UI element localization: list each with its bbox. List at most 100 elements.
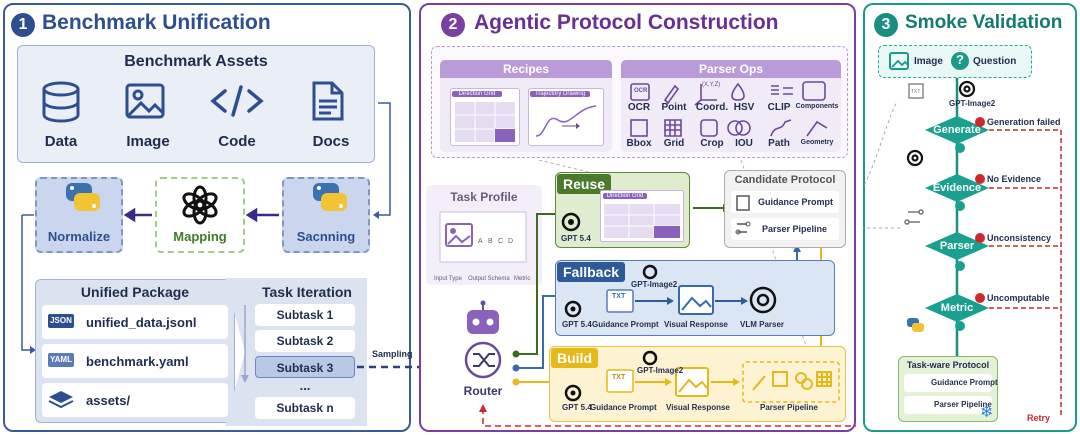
- fallback-label: Fallback: [557, 262, 626, 282]
- question-icon-glyph: ?: [956, 52, 964, 67]
- panel1-number-badge: 1: [11, 13, 35, 37]
- taskware-pipeline-row: [904, 396, 992, 414]
- input-label-image: Image: [914, 56, 943, 67]
- image-icon: [889, 52, 909, 70]
- hsv-icon: [731, 82, 745, 101]
- parser-op-label: IOU: [735, 138, 753, 149]
- file-name-yaml: benchmark.yaml: [86, 354, 189, 369]
- subtask-item[interactable]: Subtask 1: [255, 304, 355, 326]
- task-iteration-title: Task Iteration: [262, 284, 352, 300]
- pass-check-icon: [955, 261, 965, 271]
- candidate-pipeline-row: [731, 218, 839, 240]
- asset-icons-layer: [42, 81, 344, 123]
- visual-response-icon: [675, 367, 709, 397]
- task-profile-letter: D: [508, 238, 514, 245]
- pipeline-icon: [904, 209, 924, 225]
- subtask-item[interactable]: Subtask n: [255, 397, 355, 419]
- pass-check-icon: [955, 321, 965, 331]
- iou-icon: [727, 120, 743, 136]
- failure-metric: Uncomputable: [987, 293, 1050, 303]
- pipeline-icon: [737, 223, 747, 233]
- fail-icon: [975, 174, 985, 184]
- validation-image-model: GPT-Image2: [949, 99, 996, 108]
- data-icon: [42, 81, 80, 123]
- docs-icon: [312, 81, 344, 121]
- validation-flow: [863, 78, 1062, 418]
- fallback-step-label: VLM Parser: [740, 320, 785, 329]
- subtask-ellipsis: ...: [299, 378, 311, 393]
- json-file-icon: JSON: [48, 314, 74, 328]
- ocr-icon-glyph: OCR: [634, 88, 648, 94]
- build-step-label: Guidance Prompt: [590, 403, 657, 412]
- doc-icon: [736, 195, 750, 211]
- parser-op-label: Point: [661, 102, 687, 113]
- reuse-grid-thumb: [604, 204, 680, 238]
- bbox-icon: [630, 119, 648, 137]
- fallback-txt-glyph: TXT: [612, 293, 626, 300]
- printer-icon: [908, 83, 924, 99]
- task-profile-letter: A: [478, 238, 483, 245]
- recipes-title: Recipes: [440, 60, 612, 78]
- file-row-assets: [42, 383, 228, 417]
- fallback-step-label: Visual Response: [664, 320, 728, 329]
- taskware-guidance-label: Guidance Prompt: [931, 378, 998, 387]
- benchmark-assets-title: Benchmark Assets: [124, 53, 268, 70]
- recipe-card-trajectory[interactable]: [528, 88, 604, 146]
- iteration-down-arrow: [241, 305, 249, 383]
- openai-icon: [564, 384, 582, 402]
- fallback-step-label: Guidance Prompt: [592, 320, 659, 329]
- check-evidence: Evidence: [932, 182, 982, 194]
- code-icon: [210, 85, 264, 117]
- task-profile-field: Output Schema: [468, 276, 510, 282]
- geometry-icon: [806, 120, 828, 137]
- crop-icon: [700, 119, 718, 137]
- check-generate: Generate: [933, 124, 981, 136]
- direction-grid-thumb: [455, 102, 515, 142]
- asset-label-data: Data: [44, 133, 78, 150]
- check-parser: Parser: [939, 240, 975, 252]
- openai-icon: [564, 300, 582, 318]
- parser-op-label: Crop: [700, 138, 724, 149]
- failure-evidence: No Evidence: [987, 174, 1042, 184]
- asset-label-docs: Docs: [312, 133, 350, 150]
- asset-label-code: Code: [218, 133, 256, 150]
- trajectory-thumb: [535, 105, 597, 137]
- clip-icon: [771, 85, 793, 95]
- fallback-graphics: [564, 264, 777, 318]
- recipe-card-title: Trajectory Drawing: [530, 91, 590, 97]
- task-profile-title: Task Profile: [450, 190, 518, 204]
- candidate-row-icons: [735, 195, 751, 235]
- parser-op-label: Components: [795, 103, 839, 110]
- parser-op-label: Grid: [663, 138, 685, 149]
- router-graphic: [464, 300, 502, 379]
- panel3-title: Smoke Validation: [905, 12, 1063, 33]
- fallback-image-model: GPT-Image2: [631, 280, 678, 289]
- task-profile-field: Metric: [514, 276, 531, 282]
- fail-icon: [975, 293, 985, 303]
- crop-icon: [772, 371, 788, 387]
- taskware-guidance-row: [904, 374, 992, 392]
- robot-icon: [467, 300, 499, 334]
- openai-icon: [906, 80, 976, 167]
- components-icon: [795, 372, 807, 384]
- input-label-question: Question: [973, 56, 1017, 67]
- question-icon: [951, 52, 969, 70]
- candidate-guidance-row: [731, 191, 839, 213]
- subtask-item-selected[interactable]: Subtask 3: [255, 356, 355, 378]
- reuse-model-label: GPT 5.4: [561, 234, 591, 243]
- recipe-card-title: Direction Grid: [452, 91, 502, 97]
- asset-label-image: Image: [126, 133, 170, 150]
- subtask-item[interactable]: Subtask 2: [255, 330, 355, 352]
- python-icon: [66, 183, 100, 211]
- python-icon: [313, 183, 347, 211]
- file-name-assets: assets/: [86, 393, 131, 408]
- visual-response-icon: [678, 285, 714, 315]
- flow-arrows: [21, 102, 391, 354]
- parser-op-label: CLIP: [767, 102, 791, 113]
- candidate-pipeline-label: Parser Pipeline: [762, 224, 828, 234]
- failure-parser: Unconsistency: [987, 233, 1052, 243]
- coord-icon-glyph: (X,Y,Z): [702, 82, 721, 88]
- parser-op-label: Coord.: [695, 102, 729, 113]
- image-icon: [125, 83, 165, 119]
- panel1-title: Benchmark Unification: [42, 11, 271, 34]
